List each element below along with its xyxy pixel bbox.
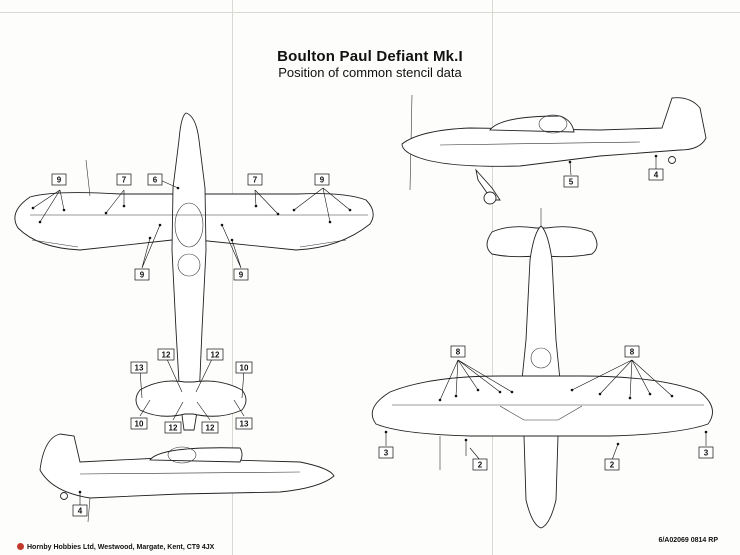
side-view-right-callouts: 5 4 (563, 154, 664, 188)
callout-7-left: 7 (122, 176, 127, 185)
callout-12-b: 12 (211, 351, 220, 360)
callout-12-a: 12 (162, 351, 171, 360)
callout-5: 5 (569, 178, 574, 187)
callout-2-left: 2 (478, 461, 483, 470)
publisher-text: Hornby Hobbies Ltd, Westwood, Margate, K… (27, 544, 215, 551)
callout-9-lower-left: 9 (140, 271, 145, 280)
fold-line-top (0, 12, 740, 13)
fold-line-left (232, 0, 233, 555)
side-view-left-aircraft (39, 433, 335, 523)
callout-8-right: 8 (630, 348, 635, 357)
callout-8-left: 8 (456, 348, 461, 357)
callout-10-left: 10 (135, 420, 144, 429)
callout-13-right: 13 (240, 420, 249, 429)
publisher-footer: Hornby Hobbies Ltd, Westwood, Margate, K… (17, 543, 214, 551)
callout-9-lower-right: 9 (239, 271, 244, 280)
callout-6: 6 (153, 176, 158, 185)
callout-2-right: 2 (610, 461, 615, 470)
callout-9-right: 9 (320, 176, 325, 185)
callout-4-upper: 4 (654, 171, 659, 180)
page-title: Boulton Paul Defiant Mk.I (277, 48, 463, 65)
callout-3-left: 3 (384, 449, 389, 458)
top-view-callouts: 9 7 6 7 9 9 9 (31, 173, 352, 281)
tailplane-callouts: 12 12 13 10 10 12 12 13 (130, 348, 253, 434)
page-subtitle: Position of common stencil data (278, 65, 462, 80)
side-view-right-aircraft (401, 94, 707, 205)
callout-9-left: 9 (57, 176, 62, 185)
side-view-left-callouts: 4 (72, 490, 88, 517)
callout-3-right: 3 (704, 449, 709, 458)
callout-4-lower: 4 (78, 507, 83, 516)
underside-view-callouts: 8 8 3 2 2 3 (378, 345, 714, 471)
underside-view-aircraft (371, 208, 713, 529)
callout-12-d: 12 (206, 424, 215, 433)
top-view-aircraft (14, 112, 374, 431)
callout-10-right: 10 (240, 364, 249, 373)
callout-13-left: 13 (135, 364, 144, 373)
callout-7-right: 7 (253, 176, 258, 185)
callout-12-c: 12 (169, 424, 178, 433)
fold-line-right (492, 0, 493, 555)
sheet-code: 6/A02069 0814 RP (658, 537, 718, 544)
hornby-logo-icon (17, 543, 24, 550)
